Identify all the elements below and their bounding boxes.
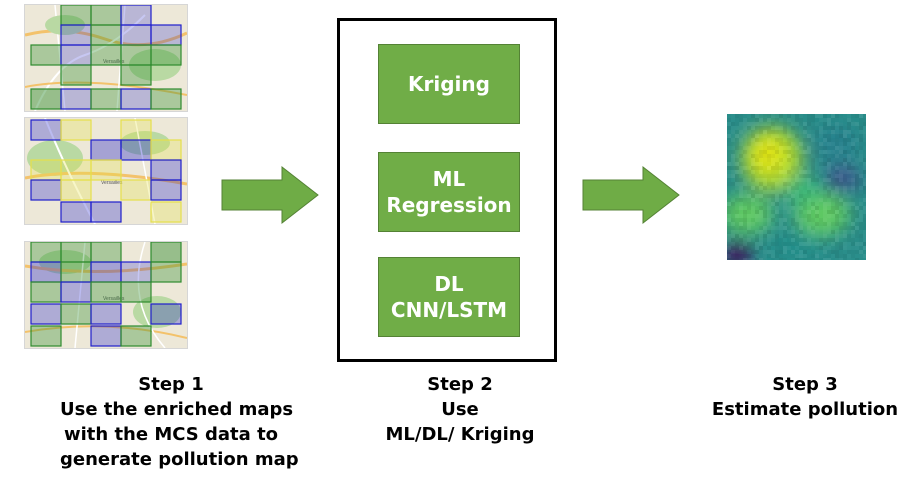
methods-box: Kriging ML Regression DL CNN/LSTM: [337, 18, 557, 362]
step1-caption: Step 1 Use the enriched maps with the MC…: [60, 372, 299, 472]
method-kriging-box: Kriging: [378, 44, 520, 124]
enriched-map-3: Versailles: [24, 241, 188, 349]
method-label: Regression: [386, 193, 512, 217]
pollution-heatmap: [727, 114, 866, 260]
map-grid-3: Versailles: [25, 242, 187, 348]
arrow-right-icon: [582, 165, 680, 225]
step2-line: ML/DL/ Kriging: [385, 424, 535, 445]
method-label: CNN/LSTM: [390, 298, 508, 322]
method-dl-cnn-lstm-box: DL CNN/LSTM: [378, 257, 520, 337]
step2-caption: Step 2 Use ML/DL/ Kriging: [370, 372, 550, 447]
step3-title: Step 3: [772, 374, 838, 395]
enriched-map-2: Versailles: [24, 117, 188, 225]
step3-line: Estimate pollution: [711, 399, 899, 420]
map-grid-1: Versailles: [25, 5, 187, 111]
heatmap-texture: [727, 114, 866, 260]
step3-caption: Step 3 Estimate pollution: [710, 372, 900, 422]
map-place-label: Versailles: [103, 59, 125, 65]
map-place-label: Versailles: [103, 296, 125, 302]
arrow-right-icon: [221, 165, 319, 225]
pollution-heatmap-image: [727, 114, 866, 260]
step1-title: Step 1: [138, 374, 204, 395]
method-label: ML: [432, 167, 466, 191]
step1-line: with the MCS data to: [63, 424, 279, 445]
step2-line: Use: [441, 399, 479, 420]
step2-title: Step 2: [427, 374, 493, 395]
map-place-label: Versailles: [101, 180, 123, 186]
method-label: Kriging: [408, 72, 490, 96]
enriched-map-1: Versailles: [24, 4, 188, 112]
method-label: DL: [434, 272, 464, 296]
step1-line: Use the enriched maps: [60, 399, 294, 420]
step1-line: generate pollution map: [60, 449, 299, 470]
method-ml-regression-box: ML Regression: [378, 152, 520, 232]
map-grid-2: Versailles: [25, 118, 187, 224]
